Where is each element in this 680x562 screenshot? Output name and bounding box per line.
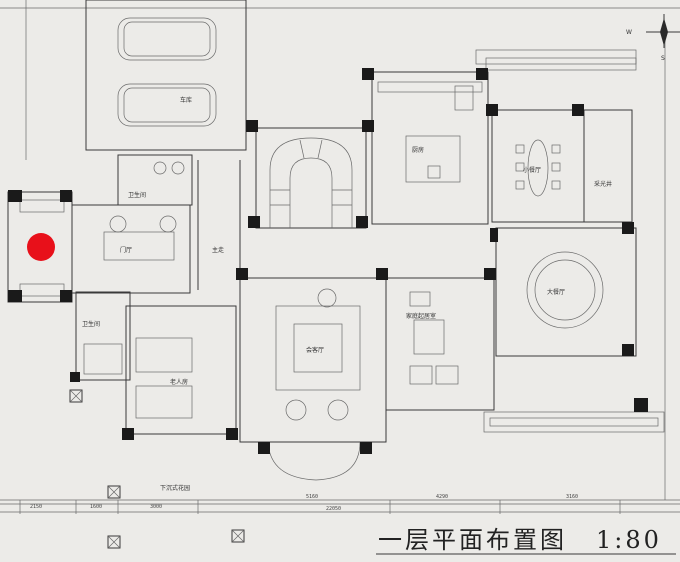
entry-label: 门厅 bbox=[120, 246, 132, 254]
compass-south: S bbox=[661, 55, 665, 62]
garden-label: 下沉式花园 bbox=[160, 484, 190, 492]
bath2-area: 卫生间 bbox=[75, 291, 131, 381]
dimension-strip: 2150 1600 3000 5160 4290 3160 22050 bbox=[0, 494, 680, 514]
plan-title: 一层平面布置图 bbox=[378, 526, 567, 554]
dim-total: 22050 bbox=[326, 506, 341, 512]
kitchen-label: 厨房 bbox=[412, 146, 424, 154]
garage-label: 车库 bbox=[180, 96, 192, 104]
terraces: 下沉式花园 bbox=[160, 49, 665, 492]
compass-west: W bbox=[626, 29, 632, 36]
garage-area: 车库 bbox=[85, 0, 247, 151]
reference-lines bbox=[0, 0, 680, 513]
large-dining-area: 大餐厅 bbox=[495, 227, 637, 357]
dim-1: 2150 bbox=[30, 504, 42, 510]
dim-3: 3000 bbox=[150, 504, 162, 510]
dim-2: 1600 bbox=[90, 504, 102, 510]
living-label: 会客厅 bbox=[306, 346, 324, 354]
bath1-label: 卫生间 bbox=[128, 191, 146, 199]
grid-markers bbox=[69, 389, 245, 549]
pantry-label: 采光井 bbox=[594, 180, 612, 188]
small-dining-label: 小餐厅 bbox=[523, 166, 541, 174]
compass-icon: W S bbox=[626, 14, 680, 62]
family-area: 家庭起居室 bbox=[385, 277, 495, 411]
dim-6: 3160 bbox=[566, 494, 578, 500]
family-label: 家庭起居室 bbox=[406, 312, 436, 320]
pantry-area: 采光井 bbox=[583, 109, 633, 223]
hall-label: 主走 bbox=[212, 246, 224, 254]
elder-label: 老人房 bbox=[170, 378, 188, 386]
bath2-label: 卫生间 bbox=[82, 320, 100, 328]
staircase bbox=[255, 127, 367, 229]
large-dining-label: 大餐厅 bbox=[547, 288, 565, 296]
elder-room-area: 老人房 bbox=[125, 305, 237, 435]
dim-4: 5160 bbox=[306, 494, 318, 500]
kitchen-area: 厨房 bbox=[371, 71, 489, 225]
plan-scale: 1:80 bbox=[596, 526, 662, 554]
bath1-area: 卫生间 bbox=[117, 154, 193, 206]
location-marker bbox=[27, 233, 55, 261]
dim-5: 4290 bbox=[436, 494, 448, 500]
plan-title-block: 一层平面布置图 1:80 bbox=[376, 526, 676, 555]
walls bbox=[8, 68, 648, 454]
